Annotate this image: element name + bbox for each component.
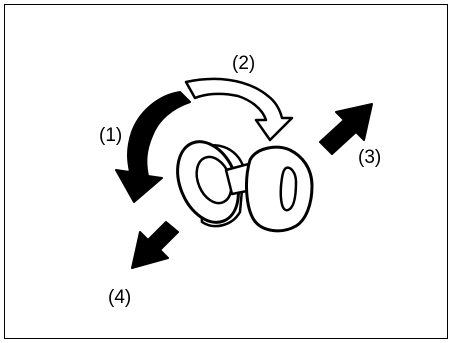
label-step-3: (3) <box>358 147 382 168</box>
label-step-4: (4) <box>108 287 132 308</box>
arrow-3-icon <box>319 103 373 155</box>
key-icon <box>224 145 314 233</box>
arrow-2-icon <box>184 77 294 142</box>
arrow-1-icon <box>115 91 191 203</box>
label-step-1: (1) <box>99 125 123 146</box>
label-step-2: (2) <box>232 53 256 74</box>
arrow-4-icon <box>131 221 179 269</box>
